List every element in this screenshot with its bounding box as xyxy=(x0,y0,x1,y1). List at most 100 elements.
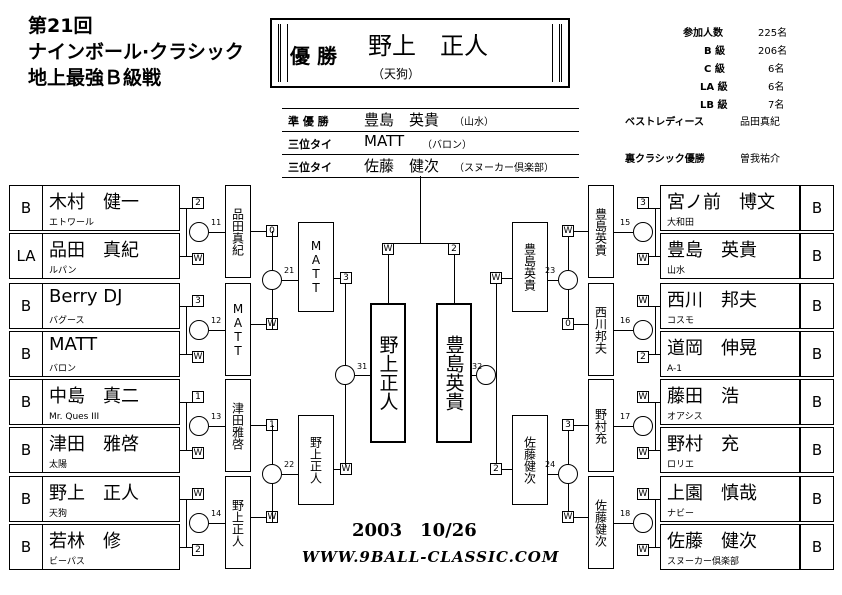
bracket-line xyxy=(502,469,512,470)
finalist-right: 豊島英貴 xyxy=(436,303,472,443)
bracket-line xyxy=(282,280,298,281)
player-name: 中島 真二 xyxy=(49,386,139,407)
match-node xyxy=(189,513,209,533)
champion-club: （天狗） xyxy=(372,67,421,81)
player-grade: B xyxy=(800,427,834,473)
score-box: W xyxy=(637,295,649,307)
bracket-line xyxy=(334,469,340,470)
player-grade: B xyxy=(9,283,43,329)
bracket-line xyxy=(614,232,633,233)
round3-player: 野上正人 xyxy=(298,415,334,505)
match-node xyxy=(335,365,355,385)
player-grade: B xyxy=(9,427,43,473)
player-grade: B xyxy=(9,331,43,377)
third1-club: （バロン） xyxy=(422,140,472,151)
round2-player: 佐藤健次 xyxy=(588,476,614,569)
third1-name: MATT xyxy=(364,132,405,150)
player-name: 品田 真紀 xyxy=(49,240,139,261)
bracket-line xyxy=(649,450,660,451)
bracket-line xyxy=(574,517,588,518)
match-node xyxy=(558,463,578,484)
bracket-line xyxy=(649,306,660,307)
player-club: バグース xyxy=(49,316,85,326)
third2-name: 佐藤 健次 xyxy=(364,157,440,175)
player-name: 野上 正人 xyxy=(49,483,139,504)
player-card: 宮ノ前 博文大和田 xyxy=(660,185,800,231)
player-club: エトワール xyxy=(49,218,95,228)
score-box: W xyxy=(637,488,649,500)
score-box: 3 xyxy=(562,419,574,431)
stats-value-c: 6名 xyxy=(768,64,785,75)
score-box: 3 xyxy=(192,295,204,307)
bracket-line xyxy=(614,426,633,427)
bracket-line xyxy=(186,499,187,547)
event-number: 第21回 xyxy=(28,15,93,37)
website-url[interactable]: WWW.9BALL-CLASSIC.COM xyxy=(302,548,560,566)
bracket-line xyxy=(209,426,225,427)
third2-row: 三位タイ 佐藤 健次 （スヌーカー倶楽部） xyxy=(282,155,579,178)
bracket-line xyxy=(334,278,340,279)
bracket-line xyxy=(649,402,660,403)
player-name: 若林 修 xyxy=(49,531,121,552)
score-box: W xyxy=(382,243,394,255)
bracket-line xyxy=(649,256,660,257)
bracket-line xyxy=(251,425,266,426)
player-name: 西川 邦夫 xyxy=(667,290,757,311)
match-node xyxy=(189,222,209,242)
bracket-line xyxy=(574,425,588,426)
player-club: 山水 xyxy=(667,266,686,276)
player-club: A-1 xyxy=(667,364,682,374)
score-box: W xyxy=(490,272,502,284)
bracket-line xyxy=(574,231,588,232)
match-number: 13 xyxy=(211,412,222,421)
player-grade: B xyxy=(800,524,834,570)
round2-player: 野上正人 xyxy=(225,476,251,569)
player-card: 野上 正人天狗 xyxy=(42,476,180,522)
stats-value-lb: 7名 xyxy=(768,100,785,111)
player-name: 津田 雅啓 xyxy=(49,434,139,455)
champion-label: 優 勝 xyxy=(290,44,337,68)
score-box: 2 xyxy=(490,463,502,475)
bracket-line xyxy=(209,232,225,233)
score-box: W xyxy=(192,253,204,265)
bracket-line xyxy=(649,208,660,209)
player-grade: B xyxy=(9,476,43,522)
player-card: 若林 修ビーパス xyxy=(42,524,180,570)
player-club: オアシス xyxy=(667,412,703,422)
player-card: 豊島 英貴山水 xyxy=(660,233,800,279)
ornament-right-icon xyxy=(552,24,562,82)
score-box: W xyxy=(192,488,204,500)
match-number: 32 xyxy=(472,362,483,371)
round2-player: 西川邦夫 xyxy=(588,283,614,376)
bracket-line xyxy=(209,330,225,331)
placings-table: 準 優 勝 豊島 英貴 （山水） 三位タイ MATT （バロン） 三位タイ 佐藤… xyxy=(282,108,579,178)
player-club: 大和田 xyxy=(667,218,695,228)
bracket-line xyxy=(420,176,421,243)
third2-club: （スヌーカー倶楽部） xyxy=(454,163,554,174)
champion-name: 野上 正人 xyxy=(368,32,488,60)
score-box: 2 xyxy=(448,243,460,255)
round2-player: 豊島英貴 xyxy=(588,185,614,278)
player-grade: B xyxy=(800,331,834,377)
player-club: Mr. Ques III xyxy=(49,412,100,422)
stats-label-la: LA 級 xyxy=(700,82,728,93)
player-card: 品田 真紀ルパン xyxy=(42,233,180,279)
player-card: 西川 邦夫コスモ xyxy=(660,283,800,329)
round2-player: 品田真紀 xyxy=(225,185,251,278)
round3-player: 豊島英貴 xyxy=(512,222,548,312)
match-node xyxy=(262,270,282,290)
match-node xyxy=(633,320,653,340)
round3-player: 佐藤健次 xyxy=(512,415,548,505)
player-grade: B xyxy=(9,185,43,231)
match-node xyxy=(262,463,282,484)
bracket-line xyxy=(186,306,187,354)
player-grade: B xyxy=(800,283,834,329)
bracket-line xyxy=(180,354,192,355)
match-number: 23 xyxy=(545,266,556,275)
match-number: 17 xyxy=(620,412,631,421)
bracket-line xyxy=(614,523,633,524)
best-ladies-label: ベストレディース xyxy=(625,117,704,128)
player-grade: B xyxy=(800,379,834,425)
